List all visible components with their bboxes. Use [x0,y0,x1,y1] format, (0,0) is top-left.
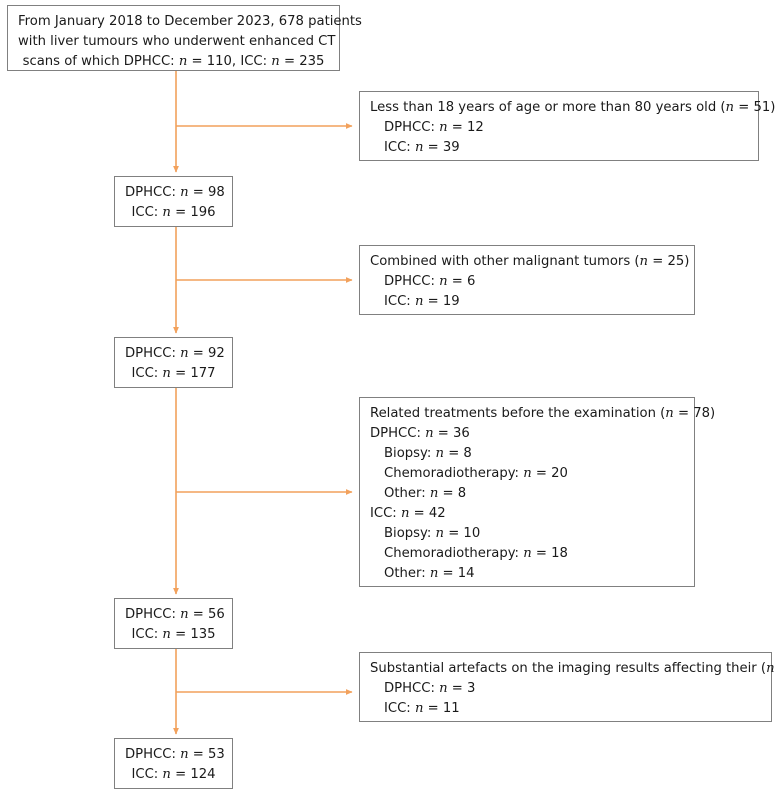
box-line: From January 2018 to December 2023, 678 … [18,14,362,29]
exclusion-box-treatment: Related treatments before the examinatio… [359,397,716,587]
main-box-final-cohort: DPHCC: n = 53 ICC: n = 124 [114,738,233,789]
box-line: DPHCC: n = 92 [125,346,225,361]
box-line: DPHCC: n = 6 [384,274,476,289]
main-box-after-malignancy-exclusion: DPHCC: n = 92 ICC: n = 177 [114,337,233,388]
exclusion-box-artefact: Substantial artefacts on the imaging res… [359,652,780,722]
box-line: ICC: n = 135 [131,627,216,642]
box-line: Chemoradiotherapy: n = 18 [384,546,568,561]
box-line: Other: n = 14 [384,566,475,581]
exclusion-box-malignancy: Combined with other malignant tumors (n … [359,245,695,315]
box-line: ICC: n = 19 [384,294,460,309]
box-line: with liver tumours who underwent enhance… [18,34,336,49]
box-line: Chemoradiotherapy: n = 20 [384,466,568,481]
box-line: Biopsy: n = 8 [384,446,472,461]
box-line: DPHCC: n = 98 [125,185,225,200]
box-line: ICC: n = 196 [131,205,216,220]
main-box-after-age-exclusion: DPHCC: n = 98 ICC: n = 196 [114,176,233,227]
box-line: Less than 18 years of age or more than 8… [370,100,776,115]
box-line: Related treatments before the examinatio… [370,406,716,421]
box-line: DPHCC: n = 12 [384,120,484,135]
box-line: ICC: n = 39 [384,140,460,155]
box-line: Other: n = 8 [384,486,467,501]
box-line: ICC: n = 42 [370,506,446,521]
box-line: DPHCC: n = 53 [125,747,225,762]
box-line: scans of which DPHCC: n = 110, ICC: n = … [22,54,325,69]
box-line: Substantial artefacts on the imaging res… [370,661,780,676]
box-line: DPHCC: n = 3 [384,681,476,696]
box-line: ICC: n = 124 [131,767,216,782]
box-line: DPHCC: n = 36 [370,426,470,441]
box-line: DPHCC: n = 56 [125,607,225,622]
box-line: Biopsy: n = 10 [384,526,481,541]
box-line: Combined with other malignant tumors (n … [370,254,690,269]
box-line: ICC: n = 177 [131,366,216,381]
box-line: ICC: n = 11 [384,701,460,716]
main-box-enrollment: From January 2018 to December 2023, 678 … [7,5,362,71]
main-box-after-treatment-exclusion: DPHCC: n = 56 ICC: n = 135 [114,598,233,649]
exclusion-box-age: Less than 18 years of age or more than 8… [359,91,776,161]
